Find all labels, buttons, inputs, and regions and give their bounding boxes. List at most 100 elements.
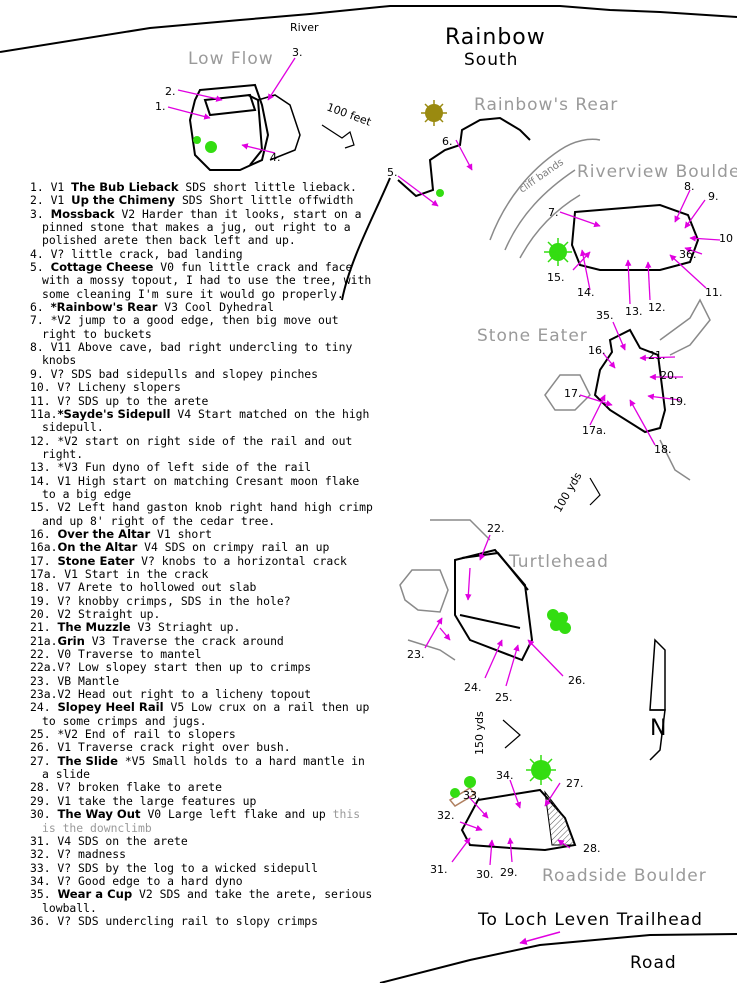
route-entry-text: 2. V1 <box>30 193 72 208</box>
route-name: The Way Out <box>57 807 141 822</box>
area-rainbows-rear: Rainbow's Rear <box>474 95 618 115</box>
route-description: V5 Low crux on a rail then up to some cr… <box>42 700 370 728</box>
map-subtitle: South <box>464 50 518 70</box>
route-entry: 14. V1 High start on matching Cresant mo… <box>30 474 378 502</box>
route-legend: 1. V1 The Bub Lieback SDS short little l… <box>30 180 378 928</box>
route-description: *V5 Small holds to a hard mantle in a sl… <box>42 753 365 782</box>
north-label: N <box>650 716 666 741</box>
marker-9: 9. <box>708 190 719 203</box>
log-shape <box>448 787 477 807</box>
route-entry: 36. V? SDS undercling rail to slopy crim… <box>30 914 378 928</box>
route-note: this is the downclimb <box>42 807 361 835</box>
route-entry: 16a.On the Altar V4 SDS on crimpy rail a… <box>30 541 378 554</box>
marker-21: 21. <box>648 349 666 362</box>
route-entry: 9. V? SDS bad sidepulls and slopey pinch… <box>30 367 378 381</box>
route-entry: 26. V1 Traverse crack right over bush. <box>30 741 378 754</box>
route-entry: 4. V? little crack, bad landing <box>30 247 378 261</box>
stone-eater-gravel <box>544 298 711 481</box>
route-entry-text: 6. <box>30 300 51 315</box>
route-description: V1 short <box>150 526 212 541</box>
route-description: V3 Traverse the crack around <box>84 633 284 648</box>
route-entry: 13. *V3 Fun dyno of left side of the rai… <box>30 461 378 474</box>
route-entry-text: 4. V? little crack, bad landing <box>30 246 243 261</box>
turtlehead-rocks <box>399 519 491 661</box>
route-description: V4 Start matched on the high sidepull. <box>42 406 370 435</box>
route-entry-text: 35. <box>30 887 58 902</box>
route-entry: 16. Over the Altar V1 short <box>30 526 378 541</box>
marker-19: 19. <box>669 395 687 408</box>
marker-4: 4. <box>270 151 281 164</box>
route-description: V0 Large left flake and up <box>140 807 333 822</box>
scale-bar-icon <box>321 124 601 749</box>
area-riverview: Riverview Boulder <box>577 162 737 182</box>
route-entry-text: 12. *V2 start on right side of the rail … <box>30 433 353 461</box>
marker-26: 26. <box>568 674 586 687</box>
route-entry: 33. V? SDS by the log to a wicked sidepu… <box>30 861 378 875</box>
scale-100-feet: 100 feet <box>325 101 374 129</box>
tree-icon <box>205 141 217 153</box>
road-label: Road <box>630 953 677 973</box>
marker-32: 32. <box>437 809 455 822</box>
area-stone-eater: Stone Eater <box>477 326 588 346</box>
marker-1: 1. <box>155 100 166 113</box>
green-tree-icon <box>544 238 572 266</box>
route-entry: 19. V? knobby crimps, SDS in the hole? <box>30 594 378 608</box>
tree-icon <box>526 755 556 785</box>
route-entry: 8. V11 Above cave, bad right undercling … <box>30 340 378 368</box>
trail-line <box>341 177 391 301</box>
route-entry-text: 15. V2 Left hand gaston knob right hand … <box>30 500 373 528</box>
route-entry: 10. V? Licheny slopers <box>30 380 378 394</box>
route-entry-text: 29. V1 take the large features up <box>30 793 257 808</box>
route-name: The Bub Lieback <box>71 180 179 194</box>
olive-tree-icon <box>421 100 447 126</box>
route-entry-text: 22. V0 Traverse to mantel <box>30 647 202 662</box>
route-name: The Muzzle <box>57 620 131 635</box>
route-entry-text: 34. V? Good edge to a hard dyno <box>30 873 243 888</box>
route-entry-text: 31. V4 SDS on the arete <box>30 833 188 848</box>
route-entry-text: 21. <box>30 620 58 635</box>
route-entry-text: 5. <box>30 260 51 275</box>
route-name: The Slide <box>57 753 118 768</box>
route-entry: 24. Slopey Heel Rail V5 Low crux on a ra… <box>30 700 378 728</box>
river-label: River <box>290 21 319 34</box>
road-line <box>379 933 737 983</box>
route-entry: 15. V2 Left hand gaston knob right hand … <box>30 500 378 528</box>
route-entry: 17a. V1 Start in the crack <box>30 567 378 581</box>
marker-8: 8. <box>684 180 695 193</box>
marker-18: 18. <box>654 443 672 456</box>
route-entry: 5. Cottage Cheese V0 fun little crack an… <box>30 260 378 301</box>
area-roadside: Roadside Boulder <box>542 866 707 886</box>
route-name: Over the Altar <box>57 526 151 541</box>
scale-100-yds: 100 yds <box>551 470 584 515</box>
marker-16: 16. <box>588 344 606 357</box>
marker-22: 22. <box>487 522 505 535</box>
route-entry: 32. V? madness <box>30 848 378 861</box>
area-low-flow: Low Flow <box>188 49 274 69</box>
route-entry-text: 30. <box>30 807 58 822</box>
route-entry: 21. The Muzzle V3 Striaght up. <box>30 620 378 635</box>
route-entry-text: 28. V? broken flake to arete <box>30 780 223 795</box>
route-entry-text: 25. *V2 End of rail to slopers <box>30 727 236 742</box>
route-entry: 18. V7 Arete to hollowed out slab <box>30 581 378 594</box>
route-entry: 11. V? SDS up to the arete <box>30 394 378 408</box>
marker-14: 14. <box>577 286 595 299</box>
hatched-area <box>544 790 576 846</box>
route-entry: 2. V1 Up the Chimeny SDS Short little of… <box>30 194 378 207</box>
route-entry: 22. V0 Traverse to mantel <box>30 647 378 661</box>
route-entry: 30. The Way Out V0 Large left flake and … <box>30 807 378 835</box>
route-description: V2 Harder than it looks, start on a pinn… <box>42 206 362 248</box>
route-entry-text: 1. V1 <box>30 180 72 194</box>
route-name: *Rainbow's Rear <box>50 300 158 315</box>
route-entry: 28. V? broken flake to arete <box>30 781 378 794</box>
route-entry-text: 7. *V2 jump to a good edge, then big mov… <box>30 313 339 341</box>
marker-36: 36. <box>679 248 697 261</box>
trailhead-arrow <box>519 931 561 945</box>
route-entry: 34. V? Good edge to a hard dyno <box>30 874 378 888</box>
marker-11: 11. <box>705 286 723 299</box>
route-entry: 20. V2 Straight up. <box>30 607 378 621</box>
marker-27: 27. <box>566 777 584 790</box>
route-entry-text: 18. V7 Arete to hollowed out slab <box>30 580 257 595</box>
tree-icon <box>436 189 444 197</box>
marker-15: 15. <box>547 271 565 284</box>
